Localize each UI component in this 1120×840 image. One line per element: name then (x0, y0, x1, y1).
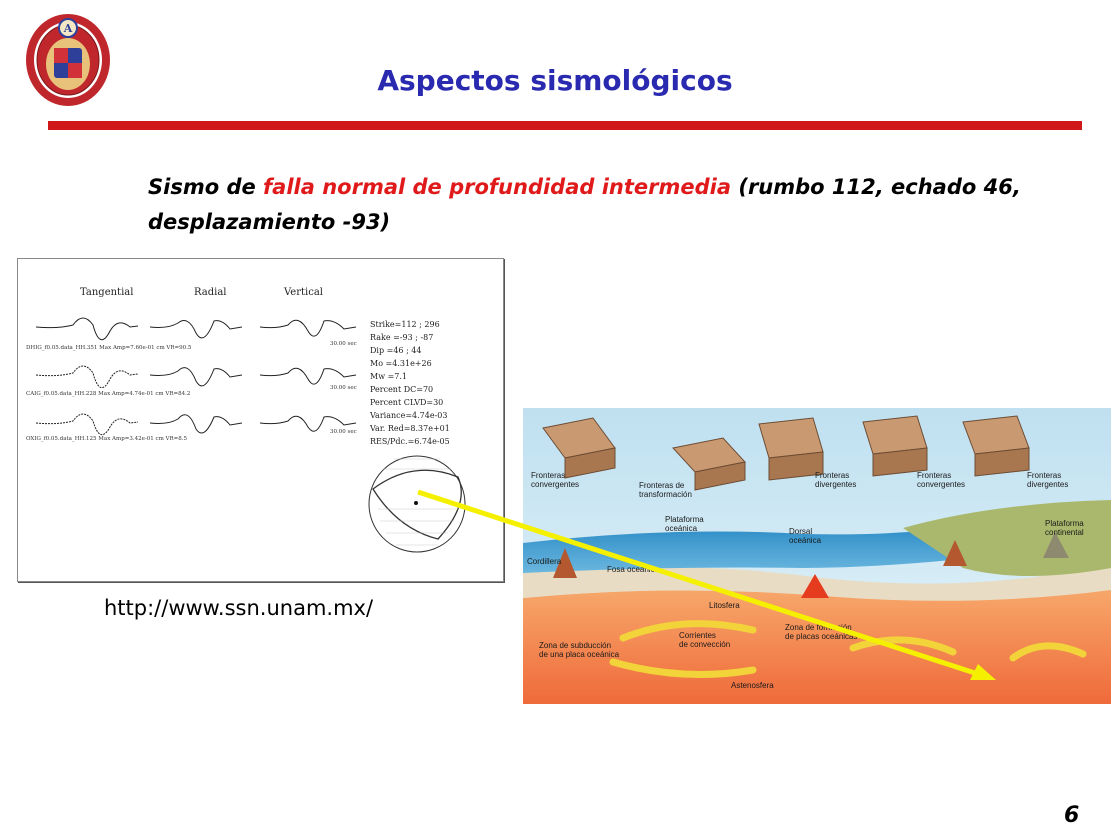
waveform-t1 (35, 317, 139, 341)
slide-title: Aspectos sismológicos (377, 64, 733, 97)
waveform-r2 (149, 367, 243, 387)
time-scale-3: 30.00 sec (330, 429, 357, 435)
param-3: Mo =4.31e+26 (370, 359, 432, 368)
param-4: Mw =7.1 (370, 372, 407, 381)
slide-subtitle: Sismo de falla normal de profundidad int… (148, 170, 1048, 240)
waveform-r1 (149, 320, 243, 339)
param-1: Rake =-93 ; -87 (370, 333, 433, 342)
page-number: 6 (1064, 803, 1080, 828)
waveform-t3 (35, 413, 139, 436)
param-5: Percent DC=70 (370, 385, 433, 394)
subtitle-line2: desplazamiento -93) (148, 210, 391, 234)
seismogram-figure: Tangential Radial Vertical DHIG_f0.05.da… (17, 258, 504, 582)
waveform-v2 (259, 367, 357, 385)
label-cordillera: Cordillera (527, 557, 562, 566)
source-url: http://www.ssn.unam.mx/ (104, 596, 374, 620)
param-9: RES/Pdc.=6.74e-05 (370, 437, 450, 446)
svg-text:A: A (63, 22, 73, 35)
param-7: Variance=4.74e-03 (369, 411, 447, 420)
time-scale-1: 30.00 sec (330, 341, 357, 347)
title-underline-bar (48, 121, 1082, 130)
label-fosa-oceanica: Fosa oceánica (607, 565, 660, 574)
station-label-1: DHIG_f0.05.data_HH.351 Max Amp=7.60e-01 … (26, 345, 192, 351)
station-label-3: OXIG_f0.05.data_HH.125 Max Amp=3.42e-01 … (26, 436, 187, 442)
header-radial: Radial (194, 287, 226, 298)
header-tangential: Tangential (80, 287, 133, 298)
label-astenosfera: Astenosfera (731, 681, 774, 690)
subtitle-text-post: (rumbo 112, echado 46, (731, 175, 1021, 199)
param-2: Dip =46 ; 44 (370, 346, 421, 355)
param-0: Strike=112 ; 296 (370, 320, 440, 329)
station-label-2: CAIG_f0.05.data_HH.228 Max Amp=4.74e-01 … (26, 391, 190, 397)
subtitle-text-pre: Sismo de (148, 175, 264, 199)
param-6: Percent CLVD=30 (370, 398, 443, 407)
param-8: Var. Red=8.37e+01 (369, 424, 450, 433)
focal-mechanism-beachball (368, 455, 466, 553)
subtitle-highlight: falla normal de profundidad intermedia (263, 175, 732, 199)
waveform-v3 (259, 415, 357, 432)
time-scale-2: 30.00 sec (330, 385, 357, 391)
waveform-r3 (149, 414, 243, 434)
faculty-logo: A (26, 14, 110, 106)
waveform-v1 (259, 319, 357, 337)
header-vertical: Vertical (283, 287, 323, 298)
waveform-t2 (35, 365, 139, 389)
label-litosfera: Litosfera (709, 601, 740, 610)
